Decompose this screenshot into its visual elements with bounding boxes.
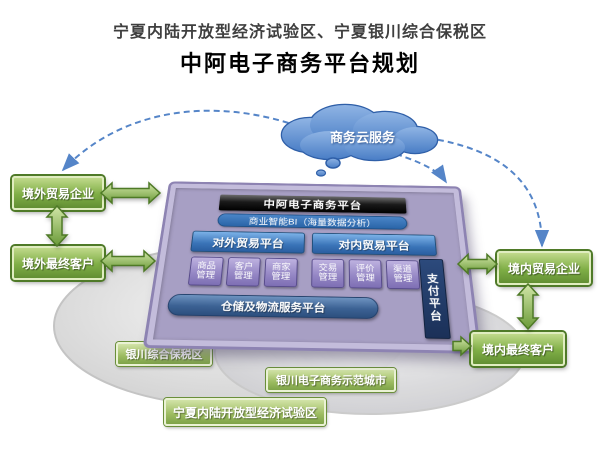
cloud-to-overseas-dashed-arrow bbox=[61, 109, 299, 172]
module-customer-mgmt: 客户管理 bbox=[225, 257, 261, 287]
page-title: 中阿电子商务平台规划 bbox=[179, 51, 420, 76]
module-product-mgmt: 商品管理 bbox=[187, 256, 224, 286]
domestic-vertical-double-arrow bbox=[516, 282, 540, 331]
overseas-trade-to-platform-arrow bbox=[99, 181, 162, 205]
zone-label-demo-city: 银川电子商务示范城市 bbox=[266, 368, 396, 392]
cloud-to-platform-dashed-arrow bbox=[395, 153, 447, 184]
module-channel-mgmt: 渠道管理 bbox=[385, 259, 421, 290]
platform-panel: 中阿电子商务平台 商业智能BI（海量数据分析） 对外贸易平台 对内贸易平台 商品… bbox=[146, 183, 478, 351]
domestic-trade-platform-box: 对内贸易平台 bbox=[311, 232, 438, 256]
box-domestic-trade: 境内贸易企业 bbox=[497, 251, 591, 285]
cloud-tail-small bbox=[315, 169, 327, 177]
overseas-vertical-double-arrow bbox=[45, 204, 69, 248]
cloud-tail-large bbox=[325, 157, 341, 169]
module-review-mgmt: 评价管理 bbox=[348, 259, 383, 289]
payment-bar: 支付平台 bbox=[418, 258, 451, 339]
cloud-label: 商务云服务 bbox=[329, 130, 395, 145]
zone-label-experiment: 宁夏内陆开放型经济试验区 bbox=[164, 398, 326, 426]
foreign-trade-platform-box: 对外贸易平台 bbox=[190, 230, 305, 254]
module-transaction-mgmt: 交易管理 bbox=[311, 258, 345, 289]
box-overseas-trade: 境外贸易企业 bbox=[12, 176, 104, 210]
logistics-bar: 仓储及物流服务平台 bbox=[166, 293, 379, 320]
box-domestic-customer: 境内最终客户 bbox=[471, 332, 565, 366]
subtitle-text: 宁夏内陆开放型经济试验区、宁夏银川综合保税区 bbox=[112, 24, 487, 41]
platform-title-bar: 中阿电子商务平台 bbox=[218, 194, 407, 214]
module-merchant-mgmt: 商家管理 bbox=[263, 257, 298, 288]
bi-bar: 商业智能BI（海量数据分析） bbox=[216, 213, 408, 230]
overseas-customer-to-platform-arrow bbox=[99, 249, 157, 273]
box-overseas-customer: 境外最终客户 bbox=[12, 246, 104, 280]
